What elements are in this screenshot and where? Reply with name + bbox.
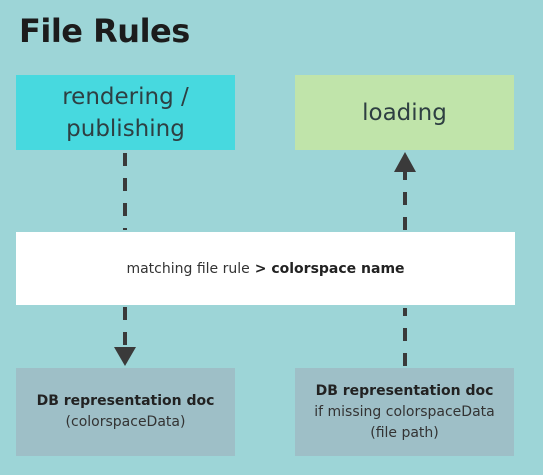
loading-box: loading: [295, 75, 514, 150]
publishing-label: publishing: [66, 115, 185, 142]
db-left-detail: (colorspaceData): [65, 414, 186, 430]
rule-prefix: matching file rule: [126, 260, 250, 277]
db-representation-right-box: DB representation doc if missing colorsp…: [295, 368, 514, 456]
db-representation-left-box: DB representation doc (colorspaceData): [16, 368, 235, 456]
db-left-title: DB representation doc: [36, 393, 215, 409]
right-arrowhead-up: [394, 152, 416, 172]
file-rule-box: matching file rule > colorspace name: [16, 232, 515, 305]
db-right-detail-2: (file path): [370, 424, 439, 441]
db-right-title: DB representation doc: [315, 382, 494, 399]
loading-label: loading: [362, 99, 447, 126]
left-arrowhead-down: [114, 347, 136, 366]
rendering-publishing-box: rendering / publishing: [16, 75, 235, 150]
page-title: File Rules: [19, 12, 190, 50]
rule-colorspace-name: > colorspace name: [254, 260, 405, 277]
rendering-label: rendering /: [62, 83, 189, 110]
db-right-detail-1: if missing colorspaceData: [314, 403, 495, 420]
